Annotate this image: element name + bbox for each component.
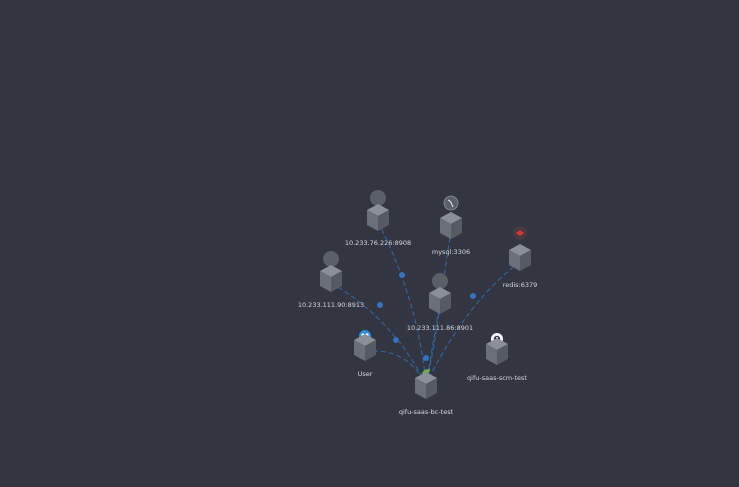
edge-n3-to-n8[interactable] <box>330 282 427 385</box>
edge-flow-dot <box>393 337 399 343</box>
topology-node-n8[interactable]: qifu-saas-bc-test <box>399 369 454 416</box>
cube-right-face <box>365 340 376 361</box>
edge-flow-dot <box>423 355 429 361</box>
cube-right-face <box>451 218 462 239</box>
cube-left-face <box>429 293 440 314</box>
cube-left-face <box>354 340 365 361</box>
cube-right-face <box>440 293 451 314</box>
topology-node-n7[interactable]: qifu-saas-scm-test <box>467 333 527 382</box>
node-label: User <box>358 370 373 378</box>
nodes-layer: 10.233.76.226:8908 mysql:3306 10.233.111.9… <box>298 190 537 416</box>
node-label: qifu-saas-bc-test <box>399 408 454 416</box>
node-label: 10.233.111.86:8901 <box>407 324 473 332</box>
cube-left-face <box>320 271 331 292</box>
cube-left-face <box>415 378 426 399</box>
topology-node-n4[interactable]: redis:6379 <box>503 226 538 289</box>
cube-right-face <box>520 250 531 271</box>
cube-right-face <box>426 378 437 399</box>
node-label: mysql:3306 <box>432 248 470 256</box>
topology-node-n1[interactable]: 10.233.76.226:8908 <box>345 190 411 247</box>
cube-left-face <box>509 250 520 271</box>
generic-service-icon <box>432 273 448 289</box>
cube-left-face <box>486 344 497 365</box>
cube-right-face <box>497 344 508 365</box>
cube-right-face <box>331 271 342 292</box>
generic-service-icon <box>323 251 339 267</box>
node-label: 10.233.76.226:8908 <box>345 239 411 247</box>
node-label: qifu-saas-scm-test <box>467 374 527 382</box>
node-label: 10.233.111.90:8913 <box>298 301 364 309</box>
topology-node-n5[interactable]: 10.233.111.86:8901 <box>407 273 473 332</box>
cube-left-face <box>440 218 451 239</box>
mysql-dolphin-icon <box>443 195 459 211</box>
redis-icon <box>513 226 527 240</box>
cube-left-face <box>367 210 378 231</box>
topology-node-n3[interactable]: 10.233.111.90:8913 <box>298 251 364 309</box>
topology-node-n6[interactable]: User <box>354 330 376 378</box>
edge-flow-dot <box>377 302 383 308</box>
edge-flow-dot <box>470 293 476 299</box>
cube-right-face <box>378 210 389 231</box>
node-label: redis:6379 <box>503 281 538 289</box>
topology-node-n2[interactable]: mysql:3306 <box>432 195 470 256</box>
edge-n1-to-n8[interactable] <box>377 221 427 385</box>
generic-service-icon <box>370 190 386 206</box>
edge-flow-dot <box>399 272 405 278</box>
